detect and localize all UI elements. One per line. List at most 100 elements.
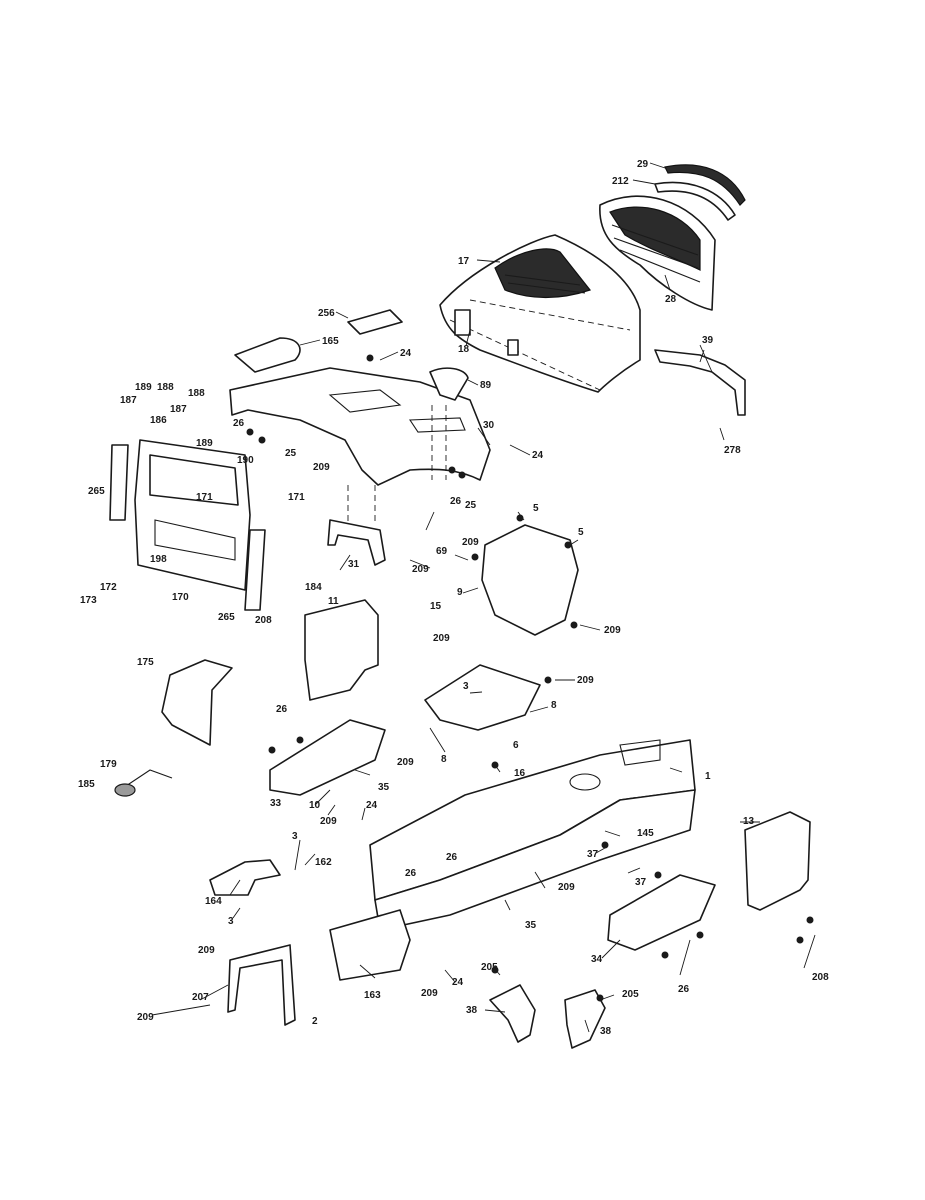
- lever-179: [114, 769, 173, 797]
- bolts: [246, 354, 814, 1002]
- callout-11: 11: [328, 596, 339, 607]
- bracket-39: [654, 349, 746, 416]
- callout-5: 5: [578, 527, 584, 538]
- callout-162: 162: [315, 857, 332, 868]
- callout-209: 209: [313, 462, 330, 473]
- callout-189: 189: [135, 382, 152, 393]
- callout-8: 8: [441, 754, 447, 765]
- callout-189: 189: [196, 438, 213, 449]
- callout-165: 165: [322, 336, 339, 347]
- hood-assembly: [439, 164, 746, 393]
- callout-89: 89: [480, 380, 492, 391]
- bracket-164: [209, 859, 281, 896]
- callout-163: 163: [364, 990, 381, 1001]
- callout-186: 186: [150, 415, 167, 426]
- callout-6: 6: [513, 740, 519, 751]
- callout-209: 209: [320, 816, 337, 827]
- callout-175: 175: [137, 657, 154, 668]
- callout-209: 209: [137, 1012, 154, 1023]
- callout-171: 171: [288, 492, 305, 503]
- callout-26: 26: [405, 868, 417, 879]
- bracket-38-left: [489, 984, 536, 1043]
- leader-lines: [151, 162, 816, 1033]
- panel-163: [329, 909, 411, 981]
- callout-185: 185: [78, 779, 95, 790]
- callout-1: 1: [705, 771, 711, 782]
- footrest-34: [607, 874, 716, 951]
- callout-37: 37: [635, 877, 647, 888]
- callout-188: 188: [157, 382, 174, 393]
- callout-209: 209: [604, 625, 621, 636]
- callout-26: 26: [450, 496, 462, 507]
- callout-33: 33: [270, 798, 282, 809]
- callout-16: 16: [514, 768, 526, 779]
- callout-209: 209: [198, 945, 215, 956]
- callout-9: 9: [457, 587, 463, 598]
- callout-265: 265: [88, 486, 105, 497]
- callout-26: 26: [678, 984, 690, 995]
- panel-13: [744, 811, 811, 911]
- callout-5: 5: [533, 503, 539, 514]
- callout-205: 205: [622, 989, 639, 1000]
- callout-3: 3: [292, 831, 298, 842]
- callout-209: 209: [462, 537, 479, 548]
- callout-26: 26: [446, 852, 458, 863]
- callout-187: 187: [170, 404, 187, 415]
- callout-3: 3: [228, 916, 234, 927]
- callout-208: 208: [812, 972, 829, 983]
- callout-208: 208: [255, 615, 272, 626]
- callout-205: 205: [481, 962, 498, 973]
- callout-170: 170: [172, 592, 189, 603]
- shroud-9: [481, 524, 579, 636]
- callout-25: 25: [285, 448, 297, 459]
- callout-190: 190: [237, 455, 254, 466]
- callout-labels: 29 212 17 28 256 165 24 18 89 39 278 189…: [78, 159, 829, 1037]
- callout-256: 256: [318, 308, 335, 319]
- bumper-2: [227, 944, 296, 1026]
- main-frame: [369, 739, 696, 931]
- callout-171: 171: [196, 492, 213, 503]
- callout-30: 30: [483, 420, 495, 431]
- bracket-31: [327, 519, 386, 566]
- callout-35: 35: [378, 782, 390, 793]
- callout-207: 207: [192, 992, 209, 1003]
- dash-frame: [109, 439, 266, 611]
- callout-35: 35: [525, 920, 537, 931]
- callout-209: 209: [397, 757, 414, 768]
- callout-173: 173: [80, 595, 97, 606]
- callout-265: 265: [218, 612, 235, 623]
- callout-28: 28: [665, 294, 677, 305]
- callout-209: 209: [421, 988, 438, 999]
- callout-26: 26: [276, 704, 288, 715]
- callout-24: 24: [366, 800, 378, 811]
- callout-31: 31: [348, 559, 360, 570]
- panel-11: [304, 599, 379, 701]
- callout-209: 209: [412, 564, 429, 575]
- bracket-38-right: [564, 989, 606, 1049]
- callout-18: 18: [458, 344, 470, 355]
- callout-29: 29: [637, 159, 649, 170]
- callout-184: 184: [305, 582, 322, 593]
- callout-39: 39: [702, 335, 714, 346]
- callout-10: 10: [309, 800, 321, 811]
- callout-13: 13: [743, 816, 755, 827]
- callout-38: 38: [600, 1026, 612, 1037]
- callout-187: 187: [120, 395, 137, 406]
- callout-24: 24: [452, 977, 464, 988]
- callout-212: 212: [612, 176, 629, 187]
- callout-209: 209: [433, 633, 450, 644]
- callout-179: 179: [100, 759, 117, 770]
- callout-15: 15: [430, 601, 442, 612]
- dash-panel: [229, 367, 491, 525]
- callout-164: 164: [205, 896, 222, 907]
- callout-38: 38: [466, 1005, 478, 1016]
- callout-3: 3: [463, 681, 469, 692]
- callout-209: 209: [577, 675, 594, 686]
- plate-6: [424, 664, 541, 731]
- callout-8: 8: [551, 700, 557, 711]
- callout-145: 145: [637, 828, 654, 839]
- callout-26: 26: [233, 418, 245, 429]
- footrest-33: [269, 719, 386, 796]
- callout-25: 25: [465, 500, 477, 511]
